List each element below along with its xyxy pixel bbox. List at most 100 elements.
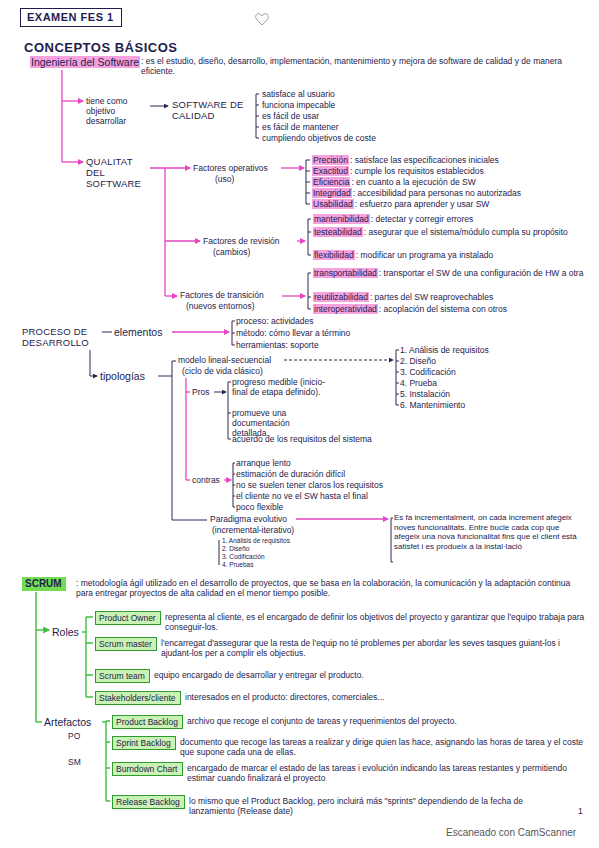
- highlighted-term: transportabilidad: [313, 268, 378, 278]
- highlighted-term: testeabilidad: [313, 227, 363, 237]
- highlighted-term: flexibilidad: [313, 250, 355, 260]
- note-text: (nuevos entornos): [186, 301, 255, 311]
- note-text: 2. Diseño: [400, 356, 436, 366]
- note-text: (ciclo de vida clásico): [182, 366, 263, 376]
- note-text: es fácil de usar: [262, 111, 319, 121]
- artifact-box: Burndown Chart: [112, 762, 183, 776]
- note-text: 3. Codificación: [400, 367, 456, 377]
- note-text: Paradigma evolutivo: [210, 514, 287, 524]
- highlighted-term: mantenibilidad: [313, 214, 370, 224]
- note-text: : partes del SW reaprovechables: [370, 292, 588, 302]
- note-text: estimación de duración difícil: [236, 469, 345, 479]
- note-text: el cliente no ve el SW hasta el final: [236, 491, 368, 501]
- highlighted-term: reutilizabilidad: [313, 292, 369, 302]
- note-text: no se suelen tener claros los requisitos: [236, 480, 383, 490]
- note-text: tiene como objetivo desarrollar: [86, 96, 148, 126]
- note-text: 4. Pruebas: [222, 561, 253, 569]
- note-text: 3. Codificación: [222, 553, 265, 561]
- highlighted-term: Eficiencia: [312, 177, 350, 187]
- note-text: 1. Análisis de requisitos: [400, 345, 489, 355]
- note-text: acuerdo de los requisitos del sistema: [232, 434, 482, 444]
- box-text: Release Backlog: [116, 797, 181, 807]
- header-box: EXAMEN FES 1: [20, 8, 122, 27]
- note-text: : acoplación del sistema con otros: [379, 304, 588, 314]
- box-text: Scrum team: [99, 671, 146, 681]
- note-text: : es el estudio, diseño, desarrollo, imp…: [141, 56, 586, 76]
- note-text: proceso: actividades: [236, 316, 314, 326]
- note-text: : metodología ágil utilizado en el desar…: [76, 578, 586, 598]
- highlighted-term: Precisión: [312, 155, 349, 165]
- note-text: : asegurar que el sistema/módulo cumpla …: [364, 227, 588, 237]
- note-text: : esfuerzo para aprender y usar SW: [355, 199, 588, 209]
- note-text: : modificar un programa ya instalado: [356, 250, 588, 260]
- box-text: EXAMEN FES 1: [27, 11, 115, 24]
- box-text: Burndown Chart: [116, 764, 179, 774]
- artifact-box: Sprint Backlog: [112, 736, 176, 750]
- page-title: CONCEPTOS BÁSICOS: [24, 40, 177, 55]
- highlighted-term: Integridad: [312, 188, 352, 198]
- box-text: Stakeholders/cliente: [99, 693, 177, 703]
- note-text: 5. Instalación: [400, 389, 450, 399]
- box-text: Sprint Backlog: [116, 738, 172, 748]
- note-text: funciona impecable: [262, 100, 335, 110]
- note-text: Escaneado con CamScanner: [446, 827, 576, 839]
- note-text: : transportar el SW de una configuración…: [379, 268, 588, 278]
- note-text: Es fa incrementalment, on cada increment…: [394, 513, 586, 551]
- note-text: PO: [68, 731, 80, 741]
- note-text: satisface al usuario: [262, 89, 335, 99]
- note-text: documento que recoge las tareas a realiz…: [180, 737, 586, 757]
- note-text: lo mismo que el Product Backlog, pero in…: [189, 796, 566, 816]
- note-text: 2. Diseño: [222, 545, 249, 553]
- pink-branches: [62, 70, 388, 519]
- box-text: Product Backlog: [116, 717, 179, 727]
- note-text: 4. Prueba: [400, 378, 437, 388]
- note-text: Factores de revisión: [203, 236, 280, 246]
- highlighted-term: Usabilidad: [312, 199, 354, 209]
- note-text: : en cuanto a la ejecución de SW: [351, 177, 588, 187]
- highlighted-term: Ingeniería del Software: [30, 56, 140, 68]
- note-text: l'encarregat d'assegurar que la resta de…: [161, 638, 586, 658]
- note-text: equipo encargado de desarrollar y entreg…: [154, 670, 586, 680]
- box-text: Scrum master: [99, 639, 153, 649]
- note-text: : detectar y corregir errores: [371, 214, 588, 224]
- note-text: : cumple los requisitos establecidos: [350, 166, 588, 176]
- note-text: archivo que recoge el conjunto de tareas…: [187, 716, 586, 726]
- artifact-box: Product Backlog: [112, 715, 183, 729]
- note-text: progreso medible (inicio-final de etapa …: [232, 377, 328, 397]
- note-text: herramientas: soporte: [236, 340, 319, 350]
- box-text: SCRUM: [25, 578, 63, 590]
- note-text: tipologías: [100, 370, 145, 382]
- note-text: QUALITAT DEL SOFTWARE: [86, 156, 148, 189]
- note-text: es fácil de mantener: [262, 122, 339, 132]
- note-text: Factores de transición: [180, 290, 264, 300]
- highlighted-term: Exactitud: [312, 166, 349, 176]
- note-text: (incremental-iterativo): [212, 525, 294, 535]
- note-text: encargado de marcar el estado de las tar…: [187, 763, 586, 783]
- role-box: Scrum master: [95, 637, 157, 651]
- note-text: 1: [578, 806, 583, 816]
- note-text: 6. Mantenimiento: [400, 400, 465, 410]
- note-text: representa al cliente, es el encargado d…: [165, 612, 586, 632]
- note-text: Artefactos: [44, 716, 91, 728]
- highlighted-term: interoperatividad: [313, 304, 378, 314]
- note-text: método: cómo llevar a término: [236, 328, 350, 338]
- heart-doodle: [256, 14, 269, 25]
- note-text: arranque lento: [236, 458, 291, 468]
- box-text: Product Owner: [99, 613, 157, 623]
- note-text: contras: [192, 475, 220, 485]
- note-text: 1. Análisis de requisitos: [222, 537, 290, 545]
- note-text: PROCESO DE DESARROLLO: [22, 326, 100, 348]
- note-text: Factores operativos: [193, 163, 268, 173]
- note-text: cumpliendo objetivos de coste: [262, 133, 376, 143]
- note-text: Roles: [52, 626, 79, 638]
- artifact-box: Release Backlog: [112, 795, 185, 809]
- note-text: poco flexible: [236, 502, 283, 512]
- note-text: : satisface las especificaciones inicial…: [350, 155, 588, 165]
- note-text: : accesibilidad para personas no autoriz…: [353, 188, 588, 198]
- note-text: SOFTWARE DE CALIDAD: [172, 99, 246, 121]
- note-text: interesados en el producto: directores, …: [185, 692, 586, 702]
- note-text: Pros: [192, 387, 209, 397]
- highlight-band: SCRUM: [22, 577, 66, 591]
- note-text: promueve una documentación detallada.: [232, 408, 328, 438]
